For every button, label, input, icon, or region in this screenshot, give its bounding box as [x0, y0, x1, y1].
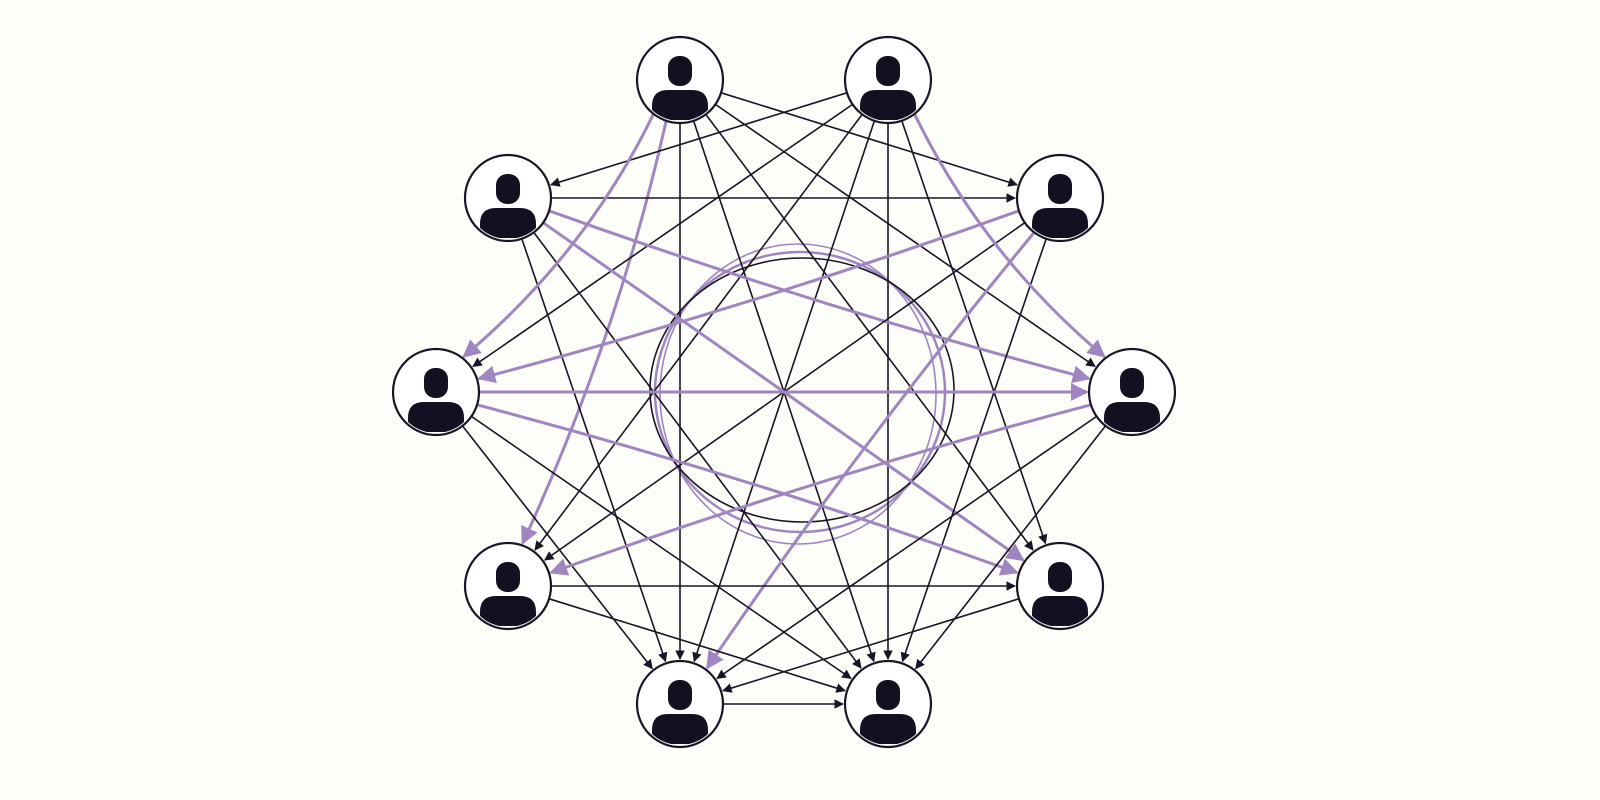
edge-upper-left-to-right: [548, 209, 1091, 384]
edge-lower-right-to-bottom-left: [722, 598, 1020, 693]
edge-lower-left-to-bottom-right: [548, 598, 846, 693]
node-upper-left[interactable]: [463, 153, 553, 243]
edge-top-left-to-right: [714, 103, 1096, 368]
edge-right-to-bottom-right: [915, 425, 1107, 670]
node-right[interactable]: [1087, 347, 1177, 437]
edge-upper-left-to-bottom-left: [521, 238, 668, 663]
edge-top-left-to-lower-left: [521, 120, 668, 546]
person-icon: [480, 174, 536, 238]
edge-upper-right-to-left: [477, 209, 1020, 384]
person-icon: [1032, 562, 1088, 626]
node-top-right[interactable]: [843, 35, 933, 125]
edge-upper-left-to-bottom-right: [533, 231, 862, 669]
person-icon: [860, 680, 916, 744]
edge-right-to-lower-left: [549, 403, 1092, 576]
node-lower-right[interactable]: [1015, 541, 1105, 631]
person-icon: [652, 680, 708, 744]
person-icon: [1032, 174, 1088, 238]
node-upper-right[interactable]: [1015, 153, 1105, 243]
edge-left-to-lower-right: [476, 403, 1019, 576]
person-icon: [860, 56, 916, 120]
edge-top-right-to-upper-left: [550, 92, 848, 187]
node-top-left[interactable]: [635, 35, 725, 125]
person-icon: [480, 562, 536, 626]
person-icon: [652, 56, 708, 120]
person-icon: [408, 368, 464, 432]
person-icon: [1104, 368, 1160, 432]
node-left[interactable]: [391, 347, 481, 437]
edge-right-to-bottom-left: [716, 415, 1098, 680]
edge-top-left-to-left: [462, 113, 655, 358]
node-bottom-left[interactable]: [635, 659, 725, 749]
edge-upper-right-to-bottom-right: [900, 238, 1047, 663]
node-layer: [391, 35, 1177, 749]
node-lower-left[interactable]: [463, 541, 553, 631]
edge-layer: [461, 92, 1107, 709]
node-bottom-right[interactable]: [843, 659, 933, 749]
edge-left-to-bottom-right: [470, 415, 852, 680]
edge-left-to-bottom-left: [461, 425, 653, 670]
edge-top-right-to-left: [472, 103, 854, 368]
edge-upper-right-to-bottom-left: [705, 231, 1036, 670]
edge-top-right-to-right: [913, 113, 1106, 358]
edge-top-right-to-lower-right: [901, 120, 1048, 545]
